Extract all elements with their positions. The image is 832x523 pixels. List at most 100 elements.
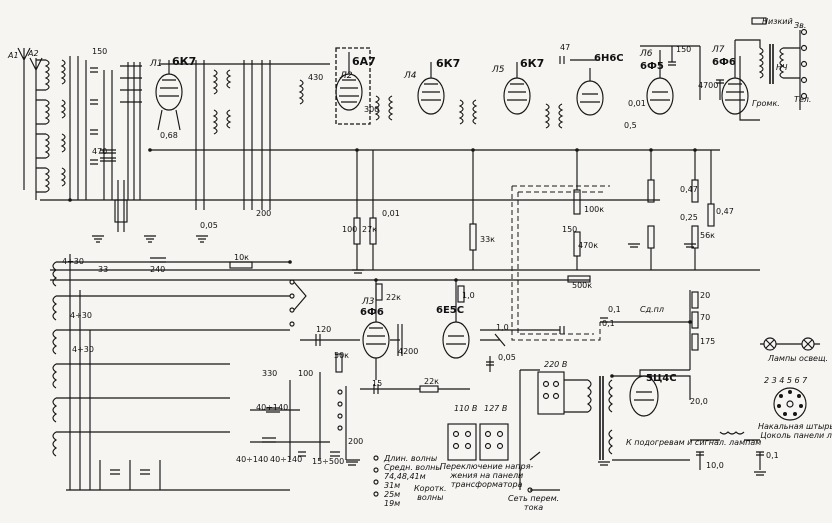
value-c15-500: 15÷500 <box>312 457 345 466</box>
label-speaker-jack: Зв. <box>794 21 807 30</box>
value-r50k: 50к <box>334 351 350 360</box>
switch-title-line-3: трансформатора <box>450 480 523 489</box>
note-to-tubes-text: К подогревам и сигнал. лампам <box>626 438 762 447</box>
pilot-lamps <box>760 337 820 351</box>
tube-l5 <box>503 62 531 115</box>
mains-line-2: тока <box>523 503 544 512</box>
note-lamps: Лампы освещ. <box>768 354 828 363</box>
value-c150: 150 <box>676 45 692 54</box>
label-speaker-phone: Тел. <box>794 95 812 104</box>
label-sp: Сд.пл <box>640 305 665 314</box>
value-c200b: 200 <box>348 437 364 446</box>
label-loud: Громк. <box>752 99 780 108</box>
note-heater: Накальная штырьки на Цоколь панели лампы <box>758 422 832 440</box>
value-c15: 15 <box>372 379 383 388</box>
note-heater-line-1: Накальная штырьки на <box>758 422 832 431</box>
switch-title-note: Переключение напря- жения на панели тран… <box>440 462 533 489</box>
value-c4-30-a: 4÷30 <box>62 257 84 266</box>
note-heater-line-2: Цоколь панели лампы <box>760 431 832 440</box>
value-c300: 300 <box>364 105 380 114</box>
note-lamps-text: Лампы освещ. <box>768 354 829 363</box>
value-c001: 0,01 <box>382 209 400 218</box>
value-c005: 0,05 <box>200 221 218 230</box>
value-r22k-b: 22к <box>424 377 440 386</box>
band-list-3: 25м <box>384 490 401 499</box>
value-r068: 0,68 <box>160 131 178 140</box>
antenna-symbol <box>17 47 43 78</box>
value-c240: 240 <box>150 265 166 274</box>
ground-symbols <box>92 235 766 476</box>
tube-l7-type: 6Ф6 <box>712 57 736 68</box>
resistor-column <box>353 150 715 270</box>
value-c025: 0,25 <box>680 213 698 222</box>
tube-l1-ref: Л1 <box>150 59 163 69</box>
tube-5ts4s-type: 5Ц4С <box>646 373 677 384</box>
value-c100: 100 <box>298 369 314 378</box>
value-r22k-a: 22к <box>386 293 402 302</box>
tube-l5-type: 6К7 <box>520 57 545 70</box>
tube-6n6s <box>576 68 604 116</box>
voltage-110-label: 110 В <box>454 404 477 413</box>
value-r047: 0,47 <box>680 185 698 194</box>
band-list-4: 19м <box>384 499 401 508</box>
tube-l1 <box>155 60 183 131</box>
value-r150: 150 <box>562 225 578 234</box>
antenna-a1-label: А1 <box>8 51 19 60</box>
tube-l6-type: 6Ф5 <box>640 61 664 72</box>
band-list-note: Длин. волны Средн. волны 74,48,41м 31м 2… <box>384 454 442 508</box>
mains-selector <box>519 369 588 493</box>
voltage-110-text: 110 В <box>454 404 478 413</box>
tube-l6-ref: Л6 <box>640 49 653 59</box>
note-pins: 2 3 4 5 6 7 <box>764 376 807 385</box>
tube-l2-type: 6А7 <box>352 55 376 68</box>
value-c470: 470 <box>92 147 108 156</box>
band-title-1: Длин. волны <box>384 454 438 463</box>
value-c150b: 150 <box>92 47 108 56</box>
mains-line-1: Сеть перем. <box>508 494 560 503</box>
band-switch-wafer-1 <box>120 62 142 200</box>
value-r500k: 500к <box>572 281 593 290</box>
tube-l7-ref: Л7 <box>712 45 725 55</box>
short-wave-line-1: Коротк. <box>414 484 447 493</box>
tube-l1-type: 6К7 <box>172 55 197 68</box>
value-c40-140c: 40÷140 <box>270 455 303 464</box>
value-c120: 120 <box>316 325 332 334</box>
output-transformer <box>735 17 808 121</box>
value-c4200: 4200 <box>398 347 419 356</box>
value-c005b: 0,05 <box>498 353 516 362</box>
value-c330: 330 <box>262 369 278 378</box>
value-c200: 200 <box>256 209 272 218</box>
power-transformer <box>586 375 764 470</box>
switch-title-line-2: жения на панели <box>450 471 524 480</box>
label-lf: НЧ <box>776 63 788 72</box>
value-r470k: 470к <box>578 241 599 250</box>
tube-l2 <box>335 47 371 125</box>
voltage-220-text: 220 В <box>544 360 568 369</box>
band-title-2: Средн. волны <box>384 463 442 472</box>
value-r001: 0,01 <box>628 99 646 108</box>
label-low: Низкий <box>762 17 793 26</box>
tube-6e5s-type: 6Е5С <box>436 305 465 316</box>
tube-6e5s <box>442 280 470 359</box>
value-c40-140b: 40÷140 <box>236 455 269 464</box>
value-c01c: 0,1 <box>766 451 779 460</box>
tube-l4-ref: Л4 <box>404 71 417 81</box>
tube-l4 <box>417 62 445 115</box>
voltage-panels <box>447 423 509 461</box>
note-pins-text: 2 3 4 5 6 7 <box>764 376 808 385</box>
value-c20: 20,0 <box>690 397 708 406</box>
value-r100: 100 <box>342 225 358 234</box>
note-to-tubes: К подогревам и сигнал. лампам <box>626 438 761 447</box>
band-switch-contacts <box>289 279 379 497</box>
value-r33k: 33к <box>480 235 496 244</box>
value-r10k: 10к <box>234 253 250 262</box>
value-c01b: 0,1 <box>602 319 615 328</box>
tube-socket-diagram <box>773 387 807 421</box>
tube-6n6s-type: 6Н6С <box>594 53 624 64</box>
tube-l3-type: 6Ф6 <box>360 307 384 318</box>
value-r100k: 100к <box>584 205 605 214</box>
value-r27k: 27к <box>362 225 378 234</box>
value-r20: 20 <box>700 291 711 300</box>
